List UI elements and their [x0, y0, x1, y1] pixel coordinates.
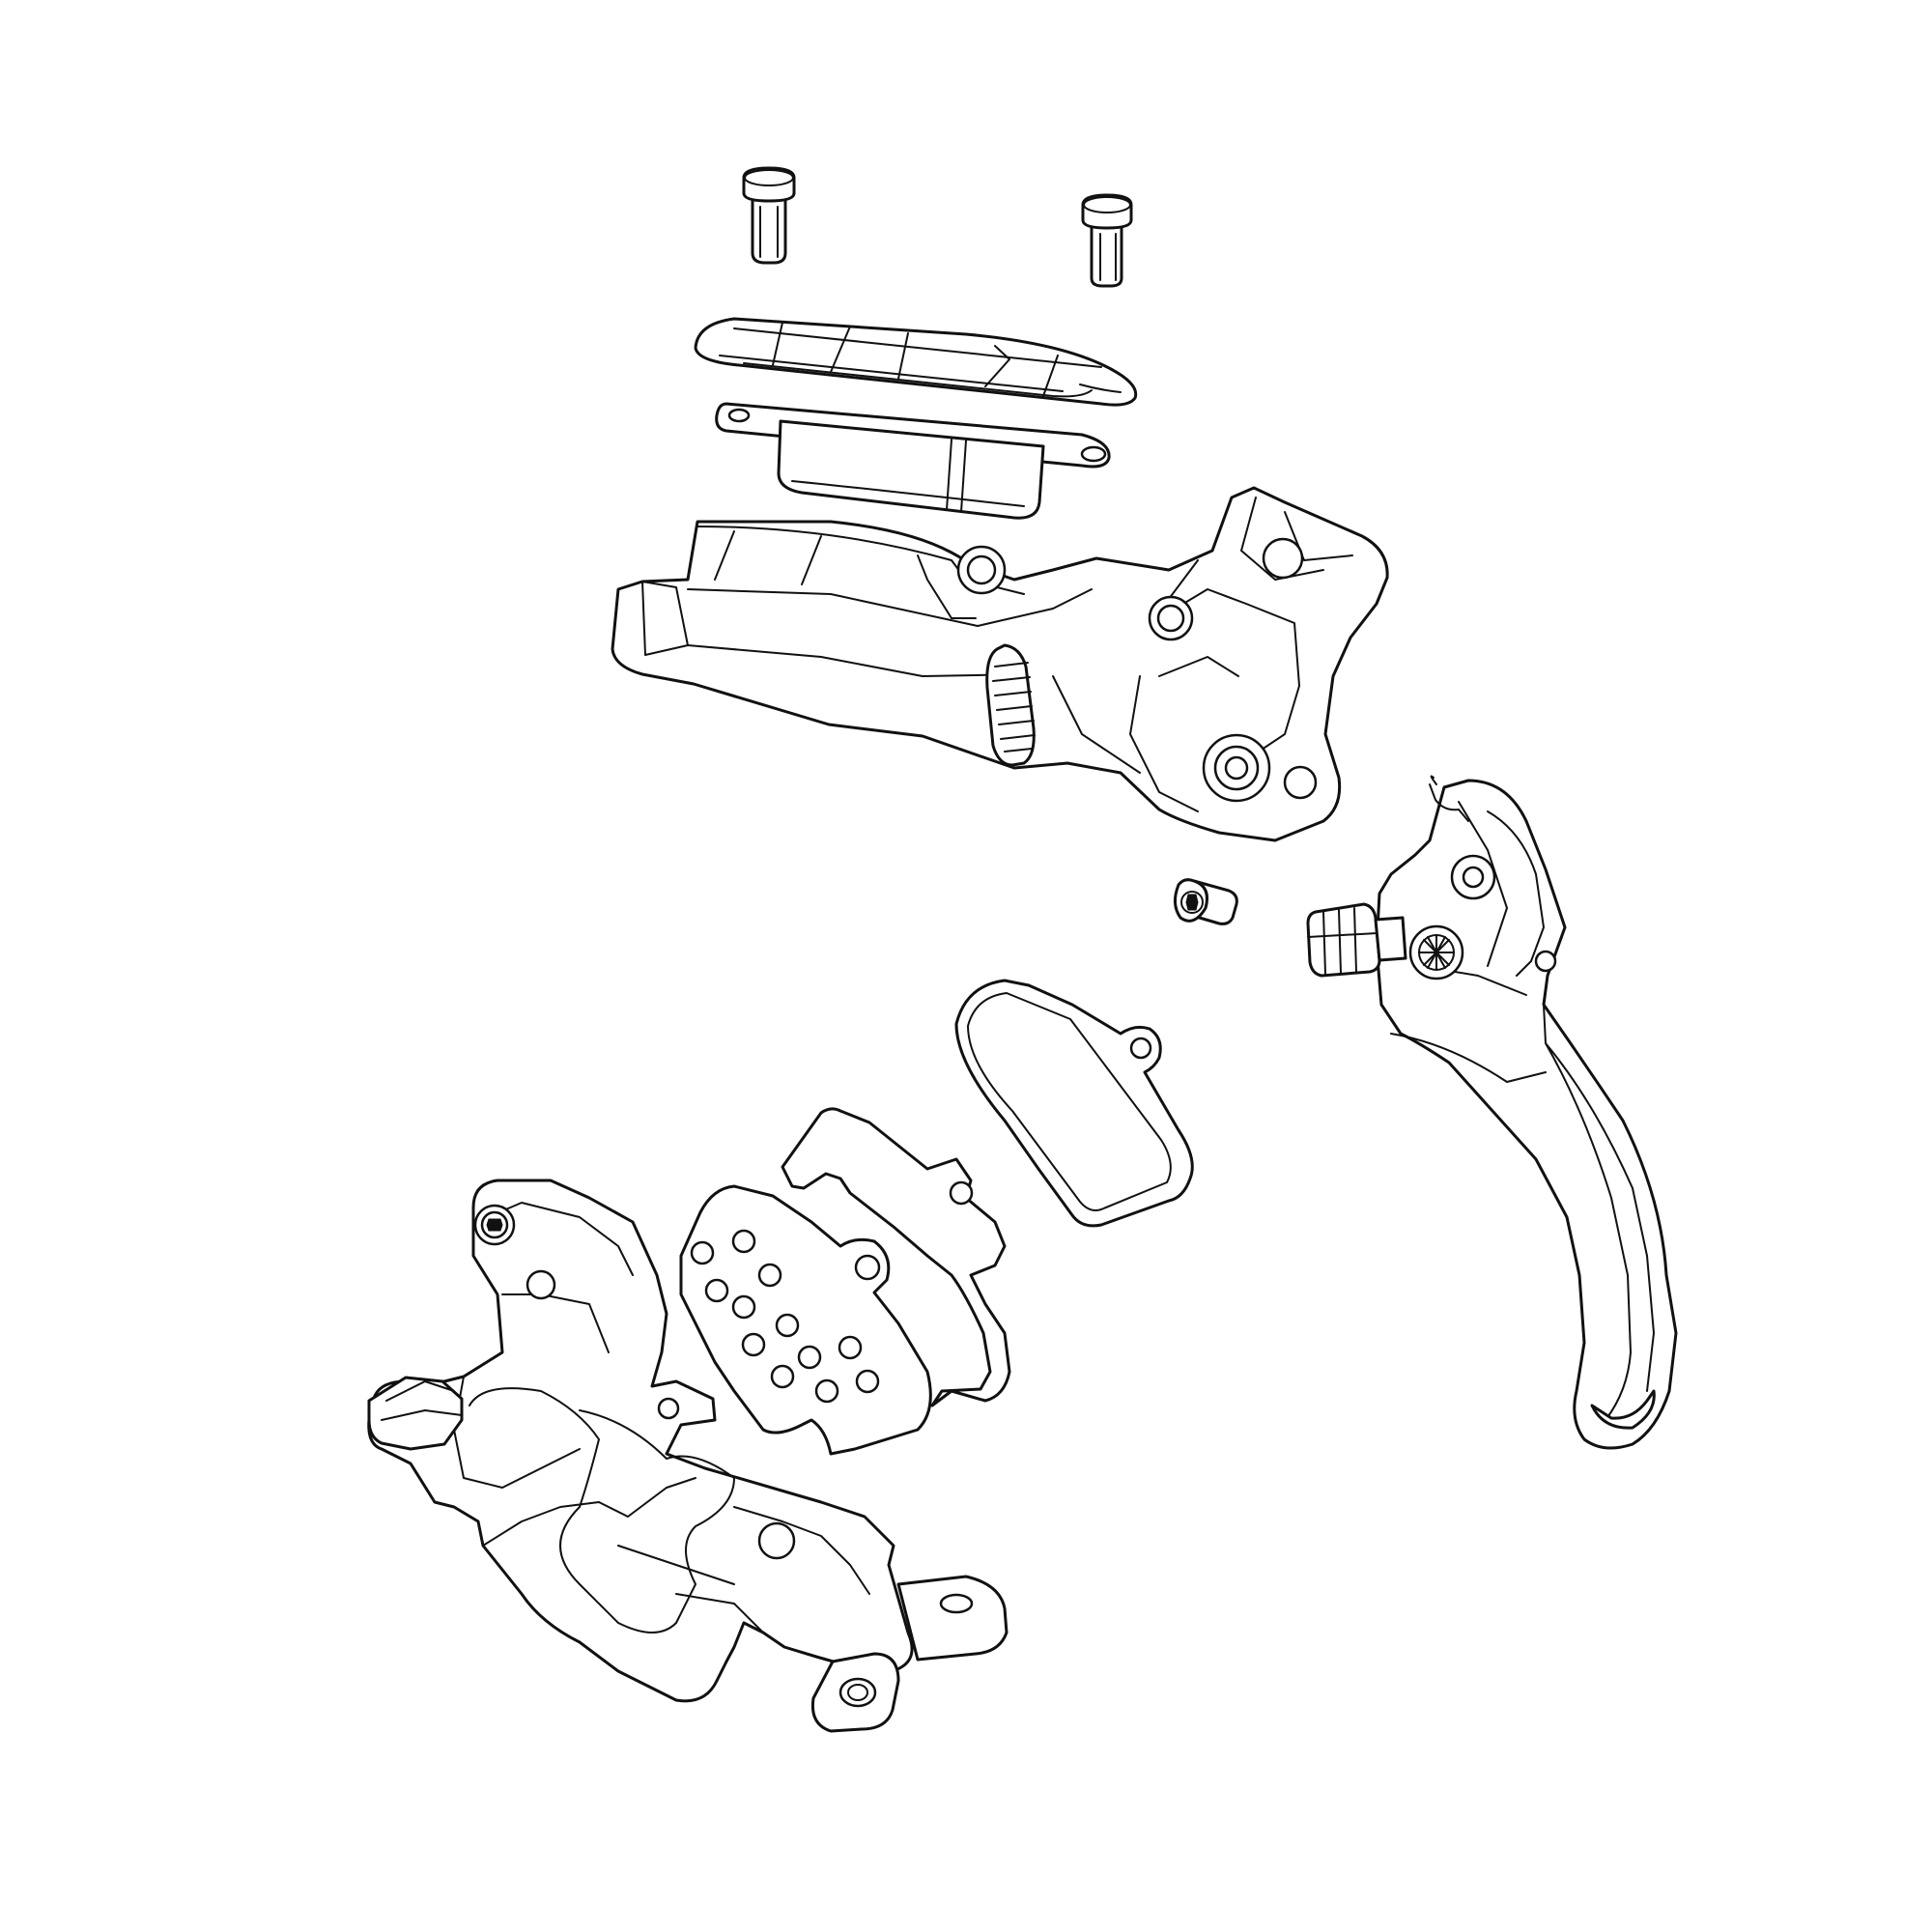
pivot-bolt: [1174, 878, 1238, 925]
brake-pad: [954, 979, 1194, 1228]
brake-lever-blade: [1306, 775, 1678, 1450]
pad-backing-plate: [679, 1184, 932, 1456]
pad-vent-holes: [690, 1229, 880, 1404]
pad-spring: [781, 1107, 1011, 1407]
master-cylinder-body: [611, 486, 1389, 842]
reservoir-screw-left: [742, 166, 796, 265]
reservoir-bladder: [715, 402, 1111, 520]
reservoir-screw-right: [1081, 193, 1133, 288]
caliper-body: [367, 1179, 1009, 1733]
reservoir-cover: [694, 317, 1138, 407]
